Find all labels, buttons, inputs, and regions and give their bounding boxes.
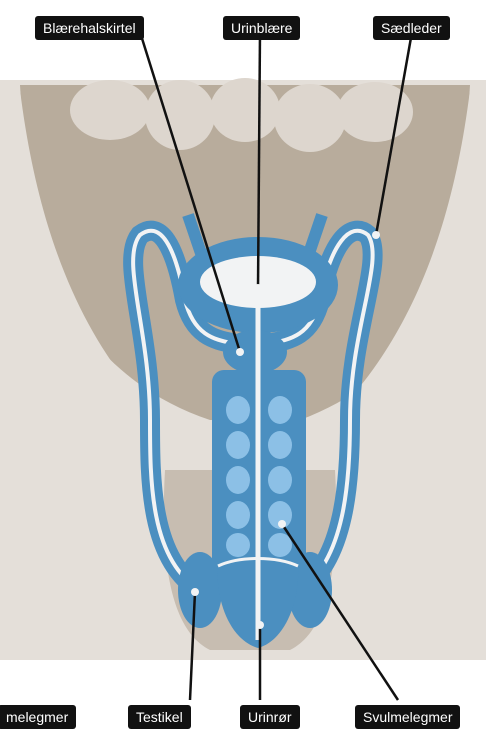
label-vas-deferens: Sædleder: [373, 16, 450, 40]
label-erectile-tissue: Svulmelegmer: [355, 705, 460, 729]
label-bladder: Urinblære: [223, 16, 300, 40]
label-urethra: Urinrør: [240, 705, 300, 729]
label-corpus-left: melegmer: [0, 705, 76, 729]
testicle-left: [178, 552, 222, 628]
label-testicle: Testikel: [128, 705, 191, 729]
label-prostate: Blærehalskirtel: [35, 16, 144, 40]
prostate: [223, 330, 287, 374]
